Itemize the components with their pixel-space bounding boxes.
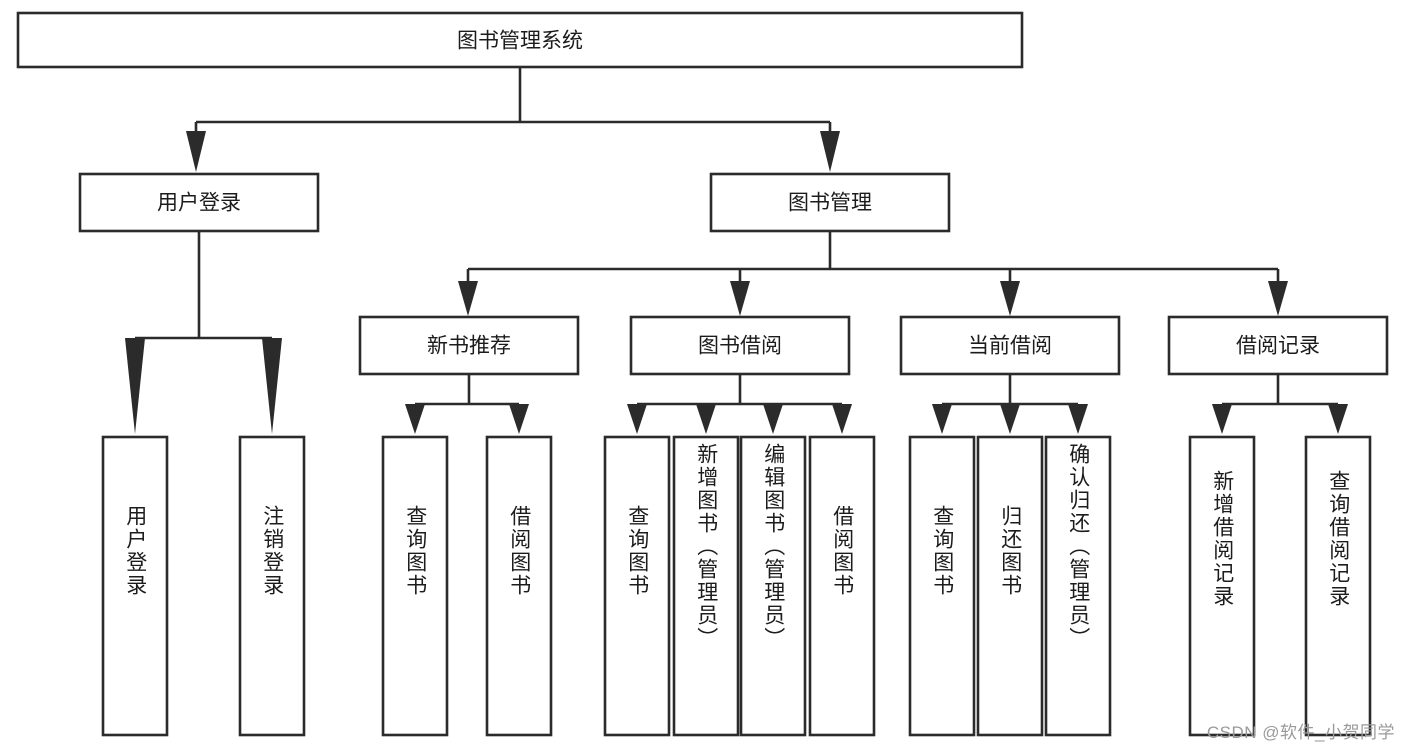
node-root-label: 图书管理系统: [457, 30, 583, 53]
node-book-management-box: [709, 172, 951, 233]
arrow-root-to-book-mgmt: [820, 131, 840, 172]
node-book-management-label: 图书管理: [788, 192, 872, 215]
arrow-new-book-child-1: [405, 404, 425, 434]
leaf-box-current-borrow-3[interactable]: [1044, 435, 1112, 737]
arrow-book-borrow-child-2: [696, 404, 716, 434]
node-book-borrow-box: [629, 315, 851, 376]
node-borrow-record-box: [1167, 315, 1389, 376]
node-borrow-record[interactable]: 借阅记录: [1167, 315, 1389, 376]
arrow-book-mgmt-child-1: [458, 281, 478, 316]
node-book-borrow[interactable]: 图书借阅: [629, 315, 851, 376]
arrow-borrow-record-child-1: [1212, 404, 1232, 434]
node-current-borrow-box: [899, 315, 1121, 376]
arrow-book-mgmt-child-4: [1268, 281, 1288, 316]
node-user-login-label: 用户登录: [157, 192, 241, 215]
leaf-box-book-borrow-1[interactable]: [603, 435, 671, 737]
node-current-borrow-label: 当前借阅: [968, 335, 1052, 358]
arrow-book-borrow-child-1: [627, 404, 647, 434]
node-new-book-recommend-label: 新书推荐: [427, 335, 511, 358]
node-book-borrow-label: 图书借阅: [698, 335, 782, 358]
leaf-box-current-borrow-1[interactable]: [908, 435, 976, 737]
arrow-new-book-child-2: [509, 404, 529, 434]
leaf-box-book-borrow-3[interactable]: [739, 435, 807, 737]
node-root[interactable]: 图书管理系统: [16, 11, 1024, 69]
arrow-book-borrow-child-3: [763, 404, 783, 434]
leaf-box-new-book-1[interactable]: [381, 435, 449, 737]
arrow-book-mgmt-child-3: [1000, 281, 1020, 316]
leaf-box-book-borrow-2[interactable]: [672, 435, 740, 737]
leaf-box-user-login-1[interactable]: [101, 435, 169, 737]
leaf-box-borrow-record-2[interactable]: [1304, 435, 1372, 737]
arrow-book-borrow-child-4: [832, 404, 852, 434]
node-user-login[interactable]: 用户登录: [78, 172, 320, 233]
arrow-current-borrow-child-3: [1068, 404, 1088, 434]
leaf-box-book-borrow-4[interactable]: [808, 435, 876, 737]
node-borrow-record-label: 借阅记录: [1236, 335, 1320, 358]
leaf-box-borrow-record-1[interactable]: [1188, 435, 1256, 737]
node-root-box: [16, 11, 1024, 69]
arrow-book-mgmt-child-2: [730, 281, 750, 316]
leaf-box-new-book-2[interactable]: [485, 435, 553, 737]
arrow-current-borrow-child-1: [932, 404, 952, 434]
leaf-box-current-borrow-2[interactable]: [976, 435, 1044, 737]
node-current-borrow[interactable]: 当前借阅: [899, 315, 1121, 376]
arrow-borrow-record-child-2: [1328, 404, 1348, 434]
node-book-management[interactable]: 图书管理: [709, 172, 951, 233]
node-new-book-recommend-box: [358, 315, 580, 376]
arrow-current-borrow-child-2: [1000, 404, 1020, 434]
watermark-text: CSDN @软件_小贺同学: [1206, 723, 1395, 742]
arrow-root-to-user-login: [186, 131, 206, 172]
leaf-box-user-login-2[interactable]: [238, 435, 306, 737]
node-new-book-recommend[interactable]: 新书推荐: [358, 315, 580, 376]
